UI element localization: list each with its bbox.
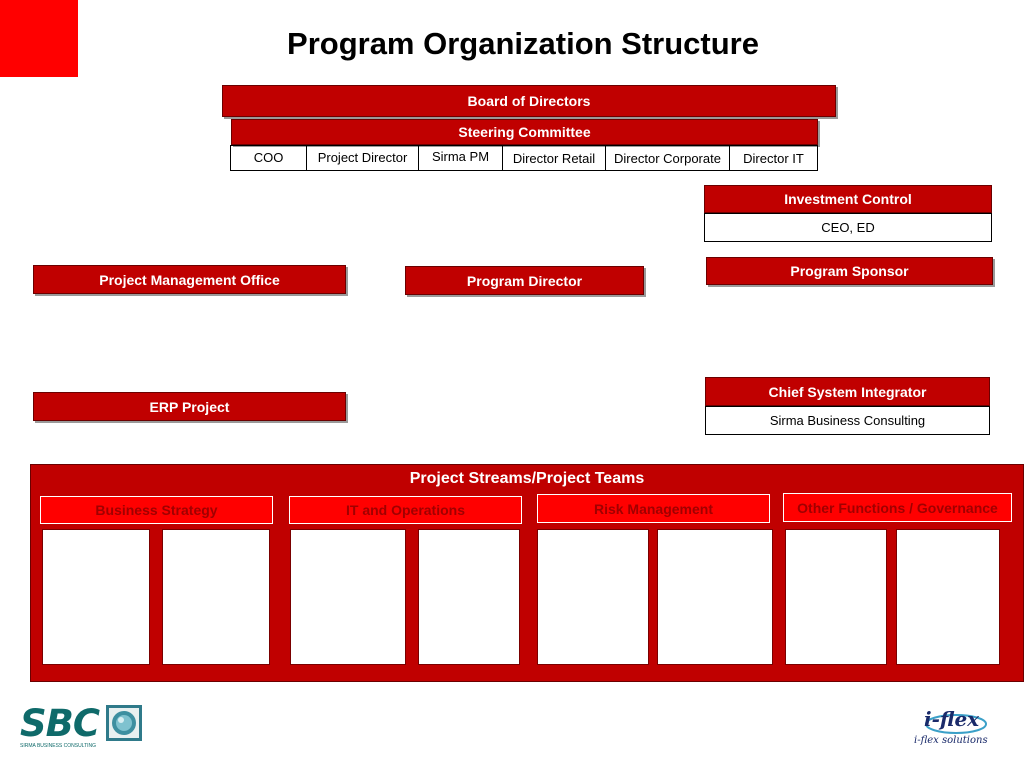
- team-box: [290, 529, 406, 665]
- team-box: [42, 529, 150, 665]
- steering-member-director-retail: Director Retail: [503, 145, 606, 171]
- steering-member-director-it: Director IT: [730, 145, 818, 171]
- board-of-directors-box: Board of Directors: [222, 85, 836, 117]
- team-box: [162, 529, 270, 665]
- investment-control-members: CEO, ED: [704, 213, 992, 242]
- steering-committee-members: COO Project Director Sirma PM Director R…: [230, 145, 818, 171]
- steering-member-coo: COO: [230, 145, 307, 171]
- steering-member-project-director: Project Director: [307, 145, 419, 171]
- stream-risk-management: Risk Management: [537, 494, 770, 523]
- erp-project-box: ERP Project: [33, 392, 346, 421]
- iflex-logo-mark: i-flex: [924, 707, 980, 731]
- page-title: Program Organization Structure: [287, 26, 759, 61]
- steering-committee-box: Steering Committee: [231, 119, 818, 145]
- team-box: [896, 529, 1000, 665]
- chief-system-integrator-members: Sirma Business Consulting: [705, 406, 990, 435]
- steering-member-sirma-pm: Sirma PM: [419, 145, 503, 171]
- team-box: [657, 529, 773, 665]
- stream-other-functions-governance: Other Functions / Governance: [783, 493, 1012, 522]
- program-sponsor-box: Program Sponsor: [706, 257, 993, 285]
- iflex-swoosh-icon: [925, 714, 987, 734]
- team-box: [537, 529, 649, 665]
- program-director-box: Program Director: [405, 266, 644, 295]
- investment-control-box: Investment Control: [704, 185, 992, 213]
- stream-business-strategy: Business Strategy: [40, 496, 273, 524]
- stream-it-and-operations: IT and Operations: [289, 496, 522, 524]
- chief-system-integrator-box: Chief System Integrator: [705, 377, 990, 406]
- sbc-logo-subtitle: SIRMA BUSINESS CONSULTING: [20, 743, 97, 749]
- team-box: [418, 529, 520, 665]
- corner-accent-block: [0, 0, 78, 77]
- iflex-logo: i-flex i-flex solutions: [912, 705, 1004, 749]
- steering-member-director-corporate: Director Corporate: [606, 145, 730, 171]
- globe-icon: [106, 705, 142, 741]
- sbc-logo: SBC SIRMA BUSINESS CONSULTING: [20, 702, 100, 749]
- team-box: [785, 529, 887, 665]
- project-management-office-box: Project Management Office: [33, 265, 346, 294]
- iflex-logo-text: i-flex solutions: [914, 735, 988, 746]
- project-streams-title: Project Streams/Project Teams: [409, 470, 645, 487]
- sbc-logo-text: SBC: [20, 702, 100, 745]
